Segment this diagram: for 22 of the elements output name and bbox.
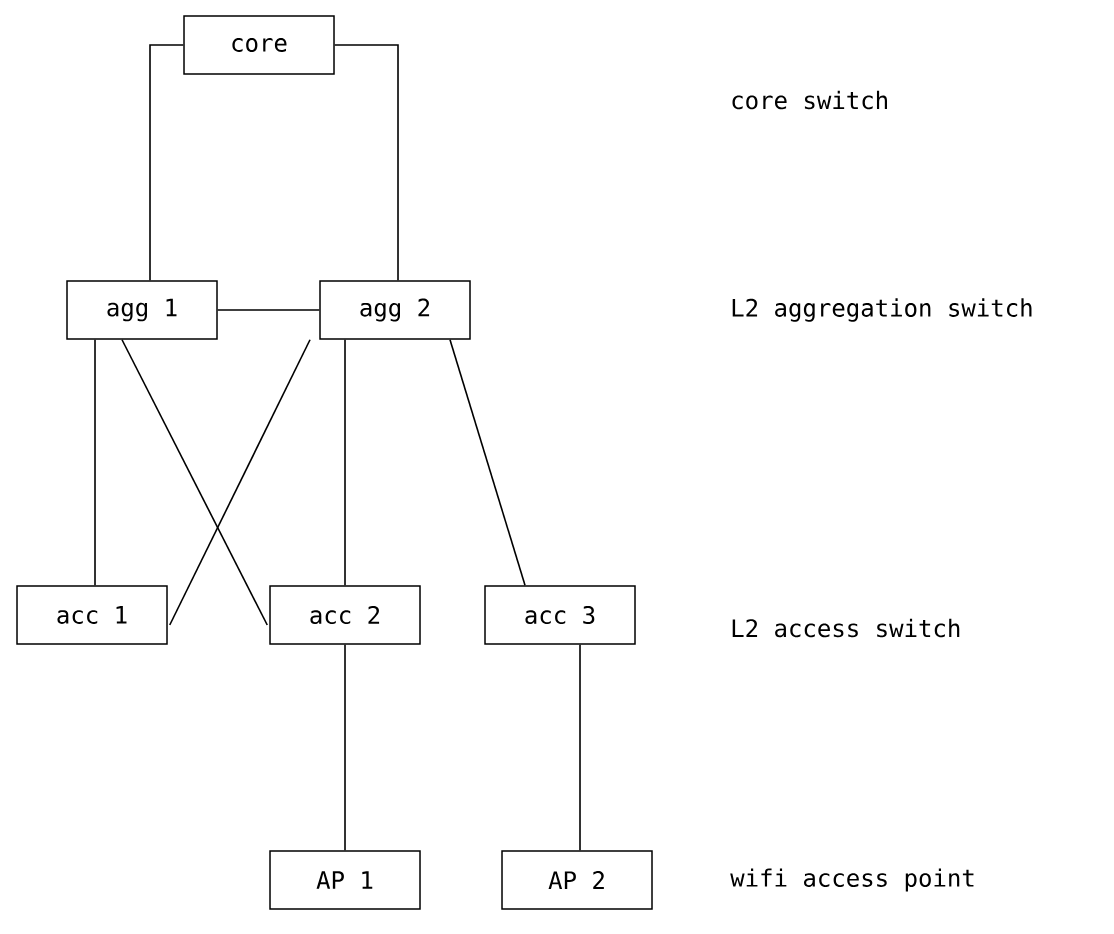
switch-box: acc 1 (16, 585, 168, 645)
connector-line (344, 338, 346, 587)
connector-line (449, 338, 526, 587)
tier-label: L2 aggregation switch (732, 298, 1032, 322)
connector-line (579, 643, 581, 852)
tier-label: core switch (732, 90, 887, 110)
tier-label: wifi access point (730, 868, 974, 892)
switch-box: acc 2 (269, 585, 421, 645)
tier-label: L2 access switch (732, 618, 960, 638)
connector-line (121, 338, 269, 626)
connector-line (94, 338, 96, 587)
switch-box: acc 3 (484, 585, 636, 645)
connector-line (168, 338, 311, 626)
connector-line (149, 44, 185, 282)
connector-line (216, 309, 321, 311)
switch-box: agg 1 (66, 280, 218, 340)
switch-box: AP 2 (501, 850, 653, 910)
connector-line (344, 643, 346, 852)
switch-box: core (183, 15, 335, 75)
switch-box: AP 1 (269, 850, 421, 910)
switch-box: agg 2 (319, 280, 471, 340)
connector-line (333, 44, 399, 282)
